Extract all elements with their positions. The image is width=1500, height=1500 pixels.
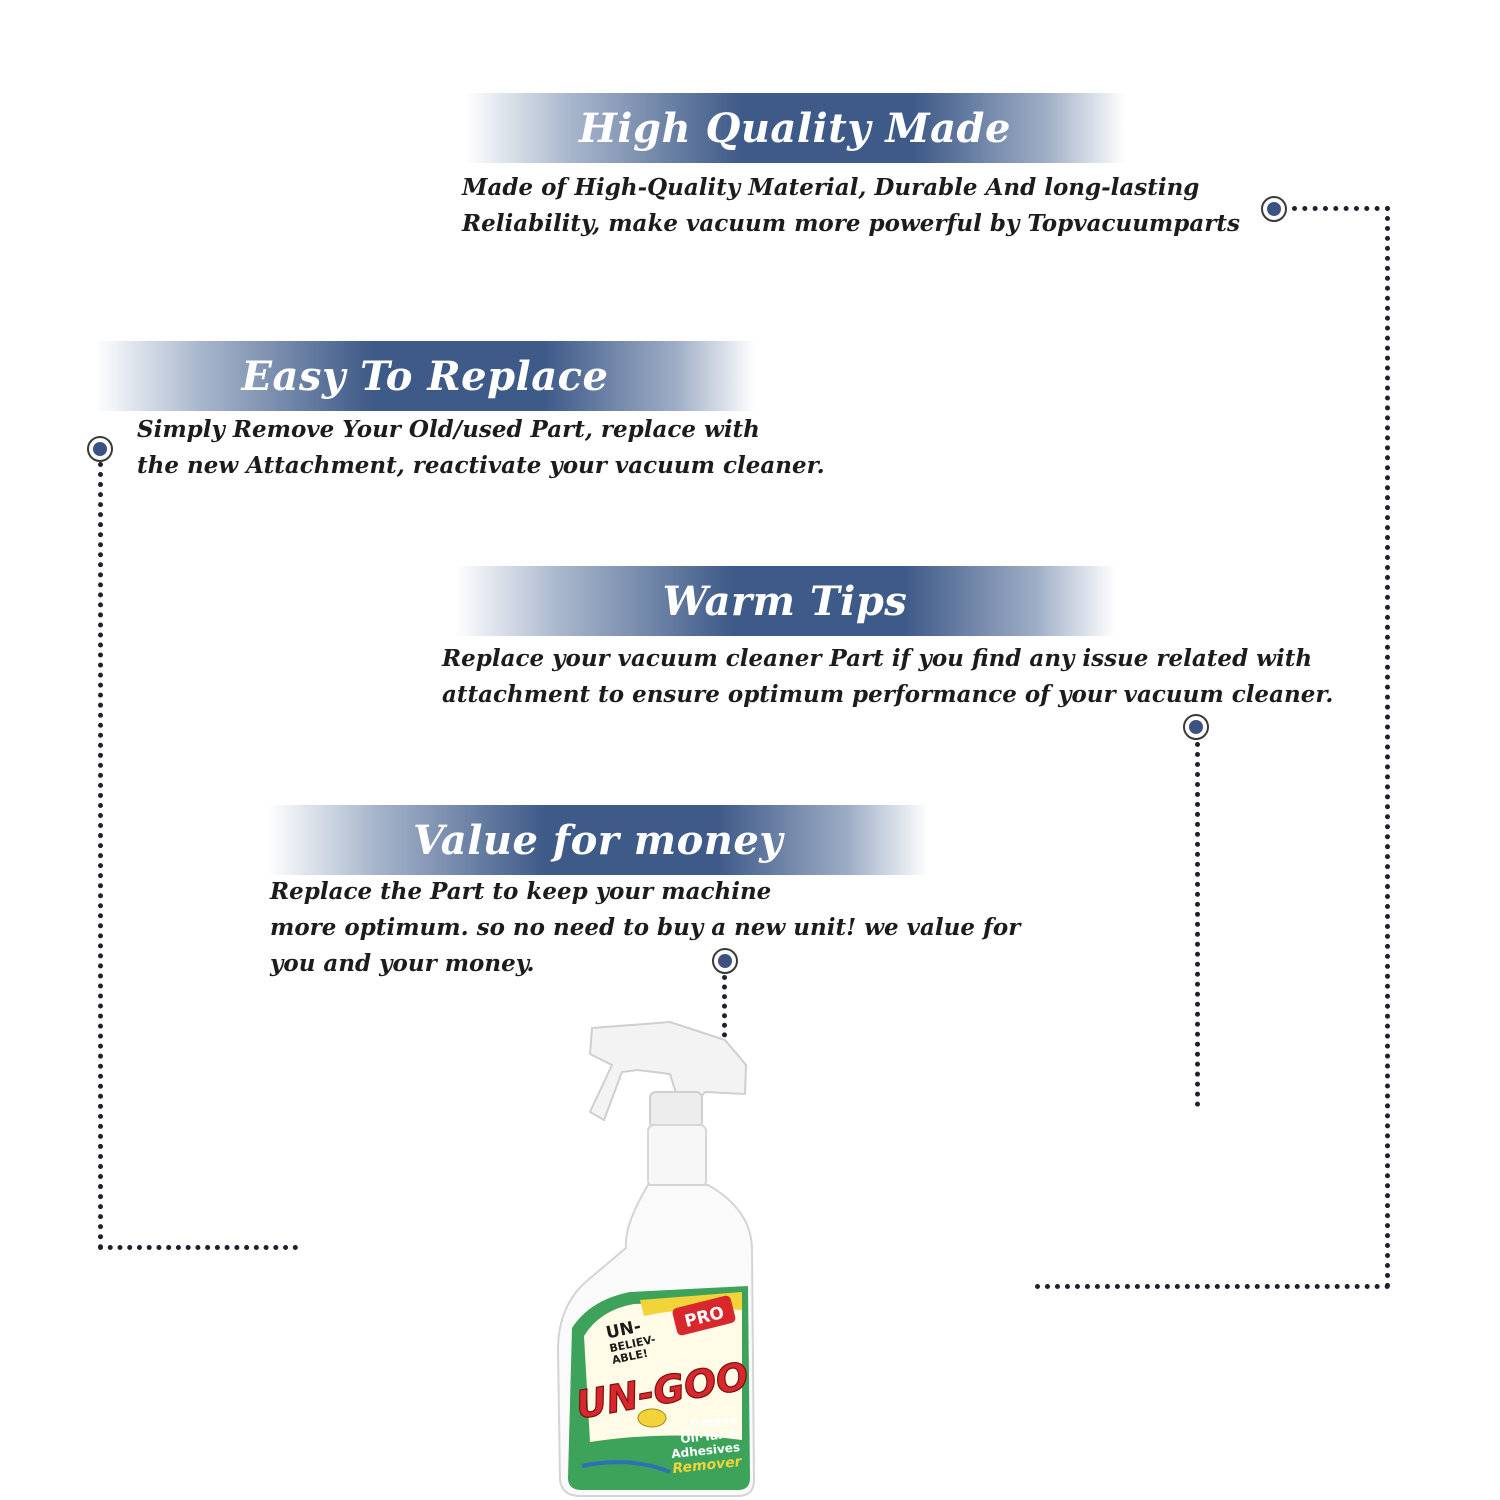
feature-description-high-quality: Made of High-Quality Material, Durable A… — [462, 170, 1240, 242]
product-label-line: Remover — [672, 1454, 744, 1477]
description-line: attachment to ensure optimum performance… — [442, 681, 1334, 708]
product-label-line: Oil·Tar & — [680, 1426, 739, 1446]
dotted-connector — [98, 462, 103, 1250]
banner-warm-tips: Warm Tips — [455, 566, 1115, 636]
dotted-connector — [722, 975, 727, 1047]
marker-dot-icon — [87, 436, 113, 462]
description-line: Simply Remove Your Old/used Part, replac… — [137, 416, 760, 443]
feature-description-warm-tips: Replace your vacuum cleaner Part if you … — [442, 641, 1333, 713]
dotted-connector — [1292, 206, 1390, 211]
dotted-connector — [98, 1245, 298, 1250]
banner-easy-to-replace: Easy To Replace — [95, 341, 755, 411]
dotted-connector — [1035, 1284, 1390, 1289]
feature-description-easy-replace: Simply Remove Your Old/used Part, replac… — [137, 412, 825, 484]
feature-title: High Quality Made — [579, 104, 1011, 152]
banner-high-quality-made: High Quality Made — [465, 93, 1125, 163]
product-label-line: Grease — [689, 1412, 738, 1431]
description-line: Reliability, make vacuum more powerful b… — [462, 210, 1240, 237]
product-spray-bottle-image: PRO UN- BELIEV- ABLE! UN-GOO Grease Oil·… — [556, 1020, 756, 1497]
description-line: Replace your vacuum cleaner Part if you … — [442, 645, 1313, 672]
description-line: the new Attachment, reactivate your vacu… — [137, 452, 825, 479]
marker-dot-icon — [1183, 714, 1209, 740]
description-line: Made of High-Quality Material, Durable A… — [462, 174, 1200, 201]
feature-title: Value for money — [412, 816, 784, 864]
marker-dot-icon — [712, 948, 738, 974]
marker-dot-icon — [1261, 196, 1287, 222]
feature-title: Easy To Replace — [241, 352, 609, 400]
dotted-connector — [1385, 206, 1390, 1289]
feature-title: Warm Tips — [662, 577, 908, 625]
description-line: you and your money. — [270, 950, 535, 977]
feature-description-value: Replace the Part to keep your machine mo… — [270, 874, 1020, 982]
banner-value-for-money: Value for money — [268, 805, 928, 875]
dotted-connector — [1195, 742, 1200, 1107]
description-line: Replace the Part to keep your machine — [270, 878, 772, 905]
description-line: more optimum. so no need to buy a new un… — [270, 914, 1021, 941]
